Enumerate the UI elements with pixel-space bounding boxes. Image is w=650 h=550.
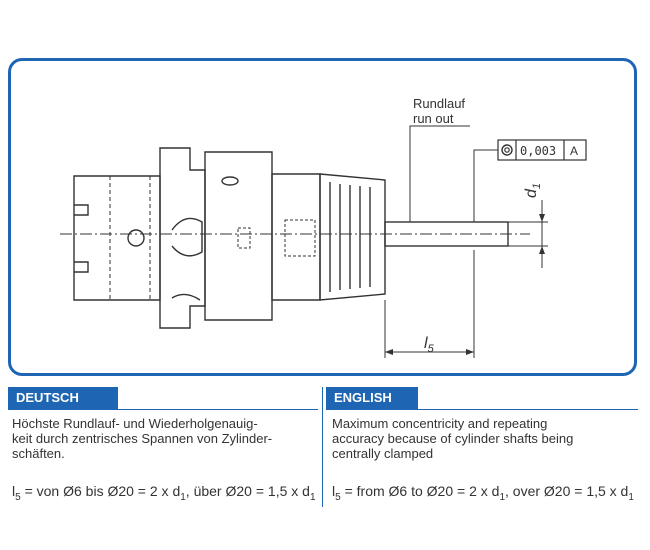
tolerance-datum: A — [570, 144, 578, 158]
german-rule — [8, 409, 318, 410]
runout-leader — [409, 125, 470, 222]
german-formula: l5 = von Ø6 bis Ø20 = 2 x d1, über Ø20 =… — [12, 483, 316, 503]
german-line-1: Höchste Rundlauf- und Wiederholgenauig- — [12, 416, 258, 431]
main-body — [204, 151, 273, 321]
flange-groove — [171, 293, 201, 301]
flange — [159, 147, 206, 329]
english-rule — [326, 409, 638, 410]
german-line-3: schäften. — [12, 446, 65, 461]
column-divider — [322, 387, 323, 507]
english-line-3: centrally clamped — [332, 446, 434, 461]
german-description: Höchste Rundlauf- und Wiederholgenauig- … — [12, 416, 318, 461]
diameter-label: d1 — [523, 183, 543, 198]
english-formula: l5 = from Ø6 to Ø20 = 2 x d1, over Ø20 =… — [332, 483, 634, 503]
length-label: l5 — [424, 335, 435, 355]
english-line-2: accuracy because of cylinder shafts bein… — [332, 431, 574, 446]
clamping-nut — [319, 173, 386, 301]
tolerance-value: 0,003 — [520, 144, 556, 158]
drawing-frame — [8, 58, 637, 376]
concentricity-icon — [501, 144, 513, 156]
german-heading: DEUTSCH — [8, 387, 118, 409]
taper-slot-top — [74, 204, 89, 216]
callout-line-1: Rundlauf — [413, 96, 466, 111]
taper-hole — [127, 229, 145, 247]
runout-callout: Rundlauf run out — [413, 96, 465, 126]
tolerance-frame — [497, 139, 587, 161]
callout-line-2: run out — [413, 111, 454, 126]
nose — [271, 173, 321, 301]
taper-body — [73, 175, 161, 301]
english-heading: ENGLISH — [326, 387, 418, 409]
english-line-1: Maximum concentricity and repeating — [332, 416, 548, 431]
english-description: Maximum concentricity and repeating accu… — [332, 416, 638, 461]
taper-slot-bottom — [74, 261, 89, 273]
flange-arc — [171, 217, 203, 257]
body-mark — [221, 176, 239, 186]
german-line-2: keit durch zentrisches Spannen von Zylin… — [12, 431, 273, 446]
